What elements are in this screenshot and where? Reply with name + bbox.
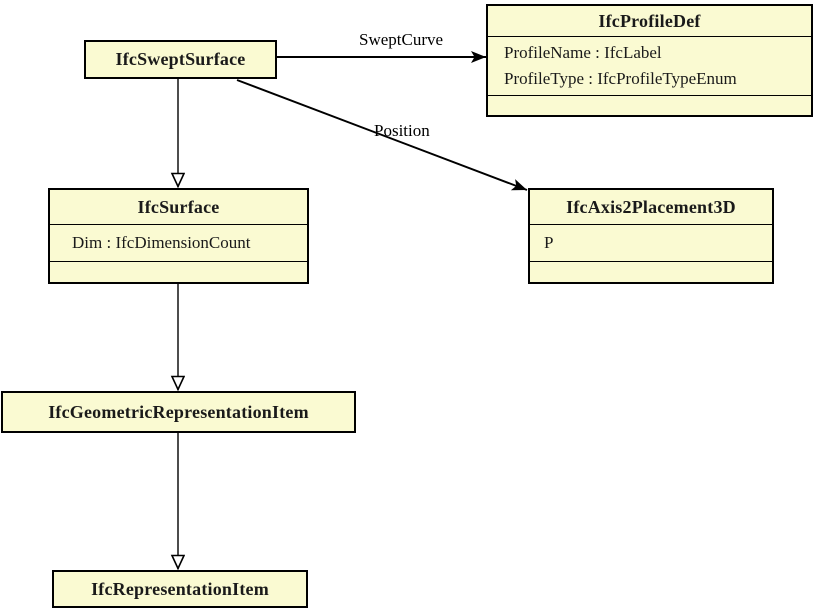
association-label-position: Position [374,121,430,140]
attribute-profilename: ProfileName : IfcLabel [504,43,662,62]
class-title-ifcgeometricrepresentationitem: IfcGeometricRepresentationItem [48,401,309,422]
class-ifcaxis2placement3d: IfcAxis2Placement3D P [528,188,774,284]
class-attributes-ifcaxis2placement3d: P [530,224,772,261]
association-label-sweptcurve: SweptCurve [359,30,444,49]
class-operations-empty-ifcsurface [50,261,307,282]
class-operations-empty-ifcprofiledef [488,95,811,115]
class-attributes-ifcprofiledef: ProfileName : IfcLabel ProfileType : Ifc… [488,36,811,95]
class-ifcsweptsurface: IfcSweptSurface [84,40,277,79]
class-ifcprofiledef: IfcProfileDef ProfileName : IfcLabel Pro… [486,4,813,117]
class-ifcgeometricrepresentationitem: IfcGeometricRepresentationItem [1,391,356,433]
class-ifcrepresentationitem: IfcRepresentationItem [52,570,308,608]
class-title-ifcprofiledef: IfcProfileDef [598,10,701,31]
class-ifcsurface: IfcSurface Dim : IfcDimensionCount [48,188,309,284]
class-title-ifcsweptsurface: IfcSweptSurface [115,49,246,69]
attribute-p: P [544,233,554,252]
class-attributes-ifcsurface: Dim : IfcDimensionCount [50,224,307,261]
class-title-ifcaxis2placement3d: IfcAxis2Placement3D [566,196,736,217]
attribute-profiletype: ProfileType : IfcProfileTypeEnum [504,69,737,88]
class-title-ifcrepresentationitem: IfcRepresentationItem [91,578,269,599]
class-operations-empty-ifcaxis2placement3d [530,261,772,282]
attribute-dim: Dim : IfcDimensionCount [72,233,251,252]
class-title-ifcsurface: IfcSurface [137,196,220,217]
